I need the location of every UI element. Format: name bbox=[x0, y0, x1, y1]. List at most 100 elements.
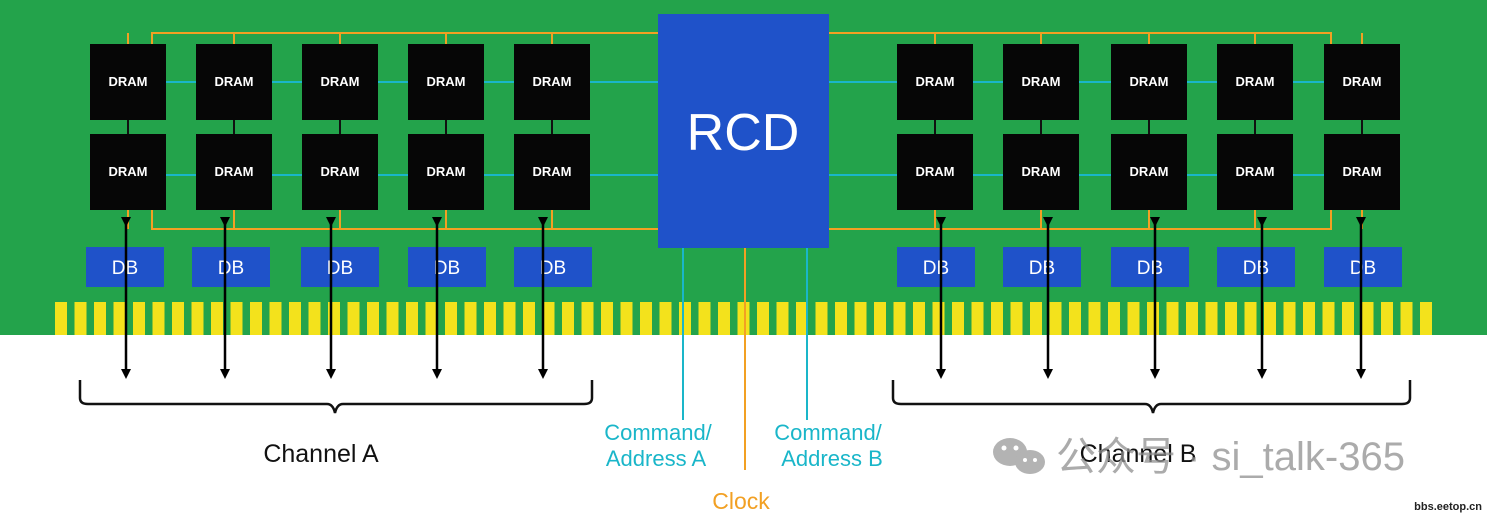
gold-pin bbox=[1049, 302, 1062, 335]
dram-body bbox=[1003, 44, 1079, 120]
dram-label: DRAM bbox=[427, 74, 466, 89]
dram-chip: DRAM bbox=[90, 44, 166, 120]
dram-label: DRAM bbox=[321, 74, 360, 89]
data-buffer: DB bbox=[408, 247, 486, 287]
gold-pin bbox=[523, 302, 535, 335]
data-buffer: DB bbox=[514, 247, 592, 287]
gold-pin bbox=[94, 302, 106, 335]
gold-pin bbox=[425, 302, 438, 335]
gold-pin bbox=[562, 302, 574, 335]
gold-pin bbox=[776, 302, 789, 335]
gold-pin bbox=[172, 302, 184, 335]
gold-pin bbox=[191, 302, 204, 335]
dram-body bbox=[90, 134, 166, 210]
dram-body bbox=[1111, 134, 1187, 210]
gold-pin bbox=[952, 302, 964, 335]
gold-pin bbox=[542, 302, 555, 335]
dram-chip: DRAM bbox=[408, 134, 484, 210]
channel-braces bbox=[78, 380, 1412, 414]
gold-pin bbox=[971, 302, 984, 335]
dram-chip: DRAM bbox=[1324, 134, 1400, 210]
command-address-a-line1: Command/ bbox=[604, 420, 712, 445]
dram-chip: DRAM bbox=[1003, 134, 1079, 210]
rcd-chip: RCD bbox=[658, 14, 829, 248]
dram-body bbox=[514, 44, 590, 120]
gold-pin bbox=[1225, 302, 1237, 335]
data-buffer: DB bbox=[897, 247, 975, 287]
gold-pin bbox=[1127, 302, 1140, 335]
dram-body bbox=[1217, 44, 1293, 120]
dram-label: DRAM bbox=[1130, 164, 1169, 179]
dram-chip: DRAM bbox=[514, 44, 590, 120]
dram-label: DRAM bbox=[916, 164, 955, 179]
gold-pin bbox=[1010, 302, 1023, 335]
dram-body bbox=[1111, 44, 1187, 120]
dram-body bbox=[514, 134, 590, 210]
gold-pin bbox=[230, 302, 243, 335]
data-arrows bbox=[121, 217, 1366, 379]
data-buffer: DB bbox=[1324, 247, 1402, 287]
dram-label: DRAM bbox=[1343, 164, 1382, 179]
gold-pin bbox=[406, 302, 418, 335]
gold-pin bbox=[1400, 302, 1413, 335]
db-body bbox=[301, 247, 379, 287]
gold-pin bbox=[1361, 302, 1374, 335]
gold-pin bbox=[893, 302, 906, 335]
gold-pin bbox=[211, 302, 223, 335]
dram-label: DRAM bbox=[109, 74, 148, 89]
db-label: DB bbox=[923, 258, 949, 279]
gold-pin bbox=[679, 302, 691, 335]
gold-pin bbox=[1303, 302, 1315, 335]
gold-pin bbox=[1322, 302, 1335, 335]
dram-chip: DRAM bbox=[514, 134, 590, 210]
dram-chip: DRAM bbox=[1003, 44, 1079, 120]
gold-pin bbox=[1186, 302, 1198, 335]
dram-label: DRAM bbox=[215, 164, 254, 179]
dram-body bbox=[408, 44, 484, 120]
channel-a-label: Channel A bbox=[263, 440, 379, 468]
gold-pin bbox=[133, 302, 145, 335]
gold-pin bbox=[913, 302, 925, 335]
command-address-b-line1: Command/ bbox=[774, 420, 882, 445]
clock-routing bbox=[151, 32, 1332, 470]
clock-label: Clock bbox=[712, 488, 770, 514]
db-label: DB bbox=[1350, 258, 1376, 279]
gold-pin bbox=[250, 302, 262, 335]
db-label: DB bbox=[1243, 258, 1269, 279]
gold-pin bbox=[659, 302, 672, 335]
command-address-b-line2: Address B bbox=[781, 446, 883, 471]
dram-body bbox=[408, 134, 484, 210]
db-label: DB bbox=[1029, 258, 1055, 279]
gold-pin bbox=[386, 302, 399, 335]
data-buffer: DB bbox=[1217, 247, 1295, 287]
dram-label: DRAM bbox=[427, 164, 466, 179]
gold-finger-pins bbox=[55, 302, 1432, 335]
data-buffer: DB bbox=[1111, 247, 1189, 287]
dram-body bbox=[196, 44, 272, 120]
dram-body bbox=[1324, 134, 1400, 210]
gold-pin bbox=[55, 302, 67, 335]
db-body bbox=[1003, 247, 1081, 287]
dram-chips: DRAM DRAM DRAM DRAM DRAM DRAM DRAM DRAM DRAM DRAM… bbox=[90, 44, 1400, 210]
db-body bbox=[408, 247, 486, 287]
gold-pin bbox=[445, 302, 457, 335]
dram-label: DRAM bbox=[533, 74, 572, 89]
dram-label: DRAM bbox=[1022, 74, 1061, 89]
gold-pin bbox=[874, 302, 886, 335]
gold-pin bbox=[1205, 302, 1218, 335]
dram-label: DRAM bbox=[215, 74, 254, 89]
gold-pin bbox=[1420, 302, 1432, 335]
gold-pin bbox=[367, 302, 379, 335]
gold-pin bbox=[1264, 302, 1276, 335]
site-watermark: bbs.eetop.cn bbox=[1414, 501, 1482, 513]
dram-body bbox=[897, 44, 973, 120]
gold-pin bbox=[718, 302, 730, 335]
dram-label: DRAM bbox=[916, 74, 955, 89]
channel-b-label: Channel B bbox=[1080, 440, 1197, 468]
dram-chip: DRAM bbox=[196, 134, 272, 210]
dram-chip: DRAM bbox=[1111, 134, 1187, 210]
gold-pin bbox=[1244, 302, 1257, 335]
command-address-a-line2: Address A bbox=[606, 446, 707, 471]
gold-pin bbox=[737, 302, 750, 335]
